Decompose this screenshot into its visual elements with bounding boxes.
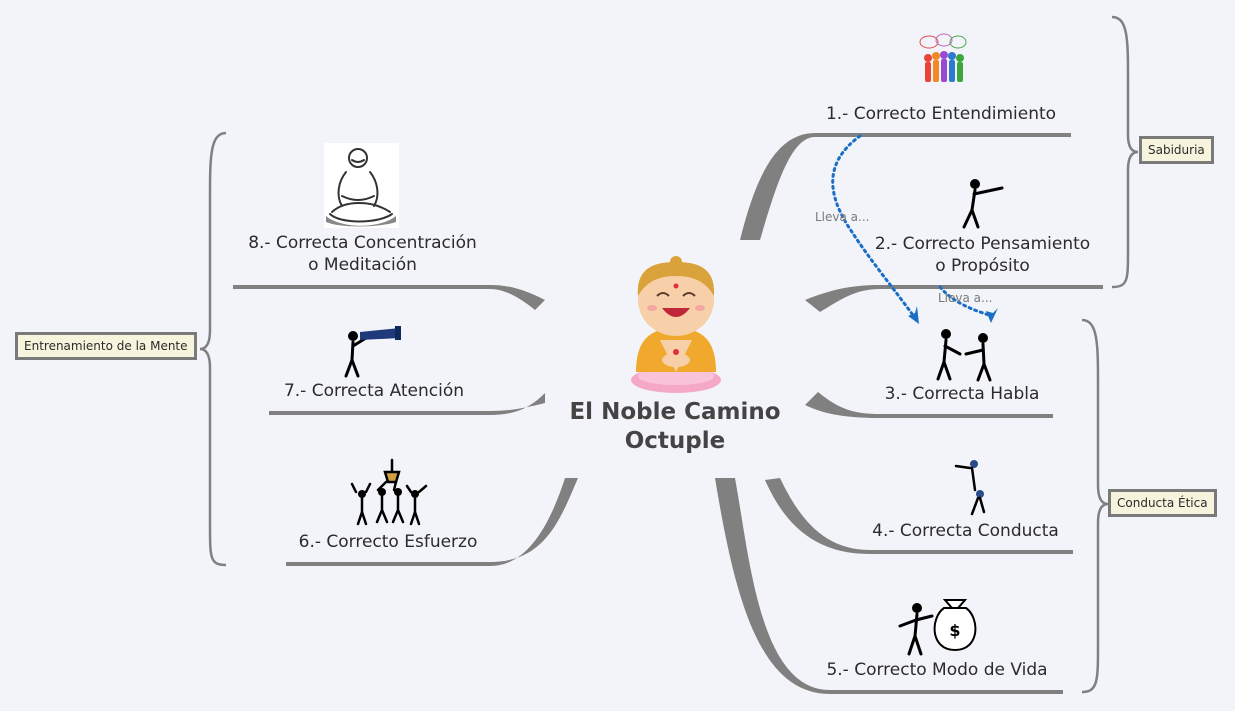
branch-4-label[interactable]: 4.- Correcta Conducta: [853, 520, 1078, 542]
money-bag-icon: $: [898, 599, 977, 656]
telescope-icon: [344, 326, 401, 378]
branch-7-text: 7.- Correcta Atención: [283, 381, 465, 401]
branch-8-label[interactable]: 8.- Correcta Concentración o Meditación: [230, 232, 495, 276]
central-topic-line2: Octuple: [624, 428, 726, 454]
meditating-figure-icon: [324, 143, 399, 228]
branch-3-label[interactable]: 3.- Correcta Habla: [862, 383, 1062, 405]
branch-8-line2: o Meditación: [308, 255, 417, 275]
arrowhead-1: [908, 306, 919, 324]
relation-label-2[interactable]: Lleva a...: [938, 291, 993, 305]
buddha-figure: [631, 256, 721, 393]
connector-8: [233, 285, 545, 310]
relation-label-1[interactable]: Lleva a...: [815, 210, 870, 224]
branch-2-line2: o Propósito: [935, 256, 1030, 276]
pointing-figure-icon: [962, 179, 1004, 229]
group-braces: [199, 15, 1139, 694]
relation-arrowheads: [908, 306, 998, 324]
connector-4: [765, 478, 1073, 554]
branch-8-line1: 8.- Correcta Concentración: [248, 233, 477, 253]
branch-6-text: 6.- Correcto Esfuerzo: [298, 532, 478, 552]
brace-conducta: [1081, 318, 1109, 694]
connector-7: [269, 393, 545, 415]
people-group-icon: [919, 33, 967, 82]
branch-1-text: 1.- Correcto Entendimiento: [825, 104, 1057, 124]
svg-text:$: $: [949, 621, 960, 640]
branch-7-label[interactable]: 7.- Correcta Atención: [264, 380, 484, 402]
group-tag-entrenamiento-mente[interactable]: Entrenamiento de la Mente: [15, 332, 197, 360]
connector-3: [805, 392, 1053, 418]
branch-5-label[interactable]: 5.- Correcto Modo de Vida: [806, 659, 1068, 681]
group-tag-conducta-etica[interactable]: Conducta Ética: [1108, 489, 1217, 517]
connector-1: [740, 133, 1071, 240]
branch-5-text: 5.- Correcto Modo de Vida: [826, 660, 1048, 680]
cheering-group-icon: [350, 458, 428, 526]
relation-arrow-1: [831, 134, 917, 320]
brace-mente: [199, 131, 227, 567]
central-topic[interactable]: El Noble Camino Octuple: [545, 398, 805, 456]
branch-4-text: 4.- Correcta Conducta: [872, 521, 1059, 541]
arrowhead-2: [986, 308, 998, 323]
branch-6-label[interactable]: 6.- Correcto Esfuerzo: [278, 531, 498, 553]
branch-connectors: [233, 133, 1103, 694]
branch-1-label[interactable]: 1.- Correcto Entendimiento: [811, 103, 1071, 125]
handshake-icon: [936, 329, 992, 382]
connector-2: [805, 285, 1103, 312]
acrobats-icon: [954, 460, 986, 516]
branch-3-text: 3.- Correcta Habla: [884, 384, 1040, 404]
brace-sabiduria: [1111, 15, 1139, 289]
group-tag-sabiduria[interactable]: Sabiduria: [1139, 136, 1214, 164]
branch-2-label[interactable]: 2.- Correcto Pensamiento o Propósito: [855, 233, 1110, 277]
central-topic-line1: El Noble Camino: [569, 399, 781, 425]
branch-2-line1: 2.- Correcto Pensamiento: [874, 234, 1091, 254]
